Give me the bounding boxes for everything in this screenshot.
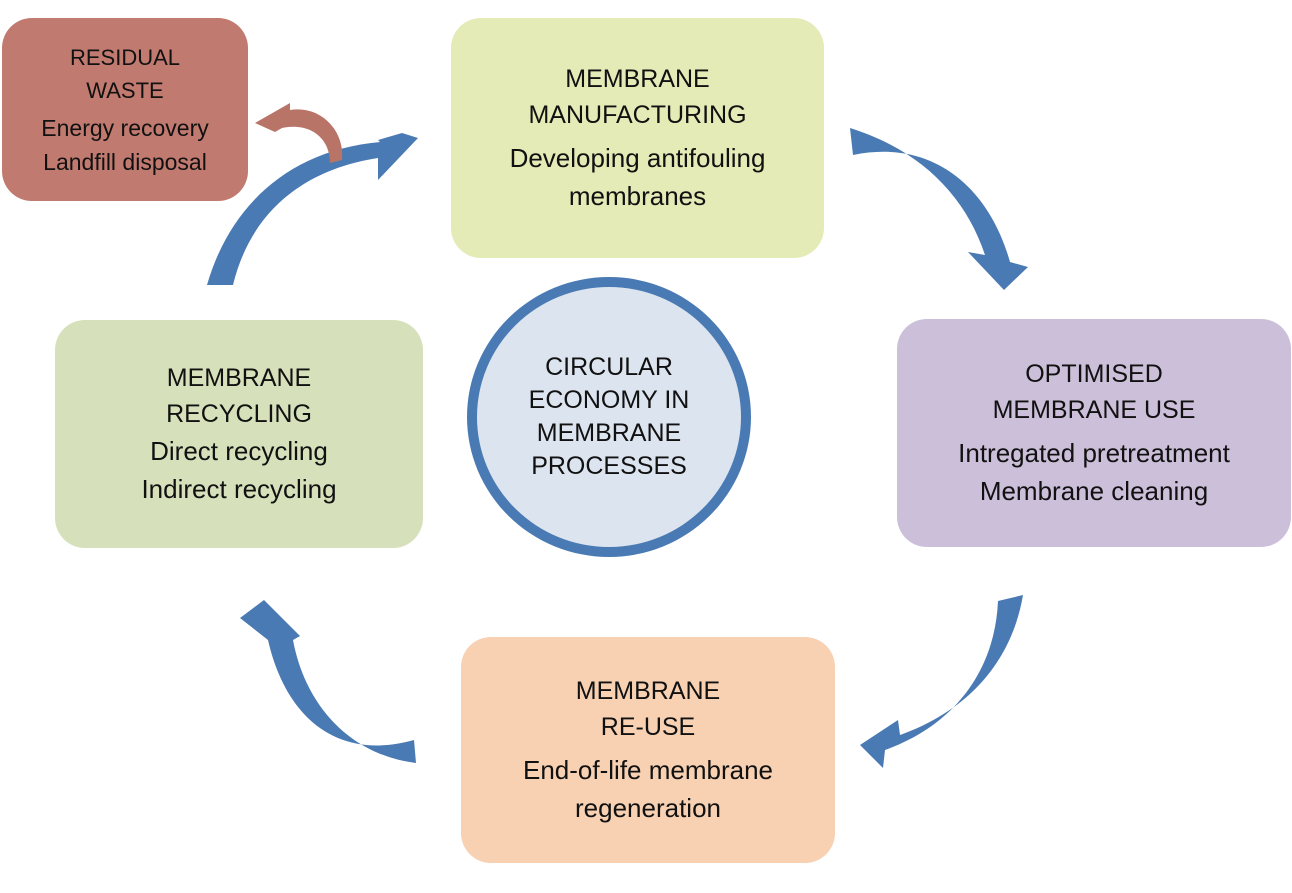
title-line: WASTE xyxy=(86,77,164,103)
stage-membrane-manufacturing: MEMBRANE MANUFACTURING Developing antifo… xyxy=(451,18,824,258)
center-line: PROCESSES xyxy=(531,452,687,480)
stage-title: OPTIMISED MEMBRANE USE xyxy=(993,356,1196,428)
arrow-optimised-to-reuse xyxy=(860,595,1023,768)
stage-item: Intregated pretreatment xyxy=(958,438,1230,468)
stage-title: RESIDUAL WASTE xyxy=(70,41,180,107)
arrow-recycling-to-manufacturing xyxy=(207,133,418,285)
stage-title: MEMBRANE MANUFACTURING xyxy=(528,61,746,133)
arrow-to-residual-waste xyxy=(255,103,343,163)
stage-items: Direct recycling Indirect recycling xyxy=(141,432,336,508)
stage-item: regeneration xyxy=(575,793,721,823)
arrow-manufacturing-to-optimised xyxy=(850,128,1028,290)
arrow-reuse-to-recycling xyxy=(240,600,416,763)
title-line: OPTIMISED xyxy=(1025,360,1163,388)
stage-item: Direct recycling xyxy=(150,436,328,466)
stage-item: membranes xyxy=(568,181,707,211)
title-line: MEMBRANE xyxy=(565,65,710,93)
title-line: RE-USE xyxy=(600,713,696,741)
stage-item: Developing antifouling xyxy=(509,143,766,173)
stage-items: Intregated pretreatment Membrane cleanin… xyxy=(958,434,1230,510)
center-line: MEMBRANE xyxy=(536,419,682,447)
center-label: CIRCULAR ECONOMY IN MEMBRANE PROCESSES xyxy=(529,351,690,483)
title-line: MEMBRANE xyxy=(575,677,721,705)
stage-items: Energy recovery Landfill disposal xyxy=(41,111,208,179)
stage-item: Membrane cleaning xyxy=(979,476,1209,506)
stage-item: Energy recovery xyxy=(41,114,209,141)
title-line: RECYCLING xyxy=(166,400,312,428)
title-line: MEMBRANE xyxy=(166,364,312,392)
center-line: ECONOMY IN xyxy=(528,386,690,414)
stage-title: MEMBRANE RE-USE xyxy=(576,673,720,745)
title-line: MEMBRANE USE xyxy=(992,396,1196,424)
center-circle: CIRCULAR ECONOMY IN MEMBRANE PROCESSES xyxy=(467,277,751,557)
stage-item: Landfill disposal xyxy=(43,148,207,175)
stage-items: Developing antifouling membranes xyxy=(510,139,766,215)
stage-item: Indirect recycling xyxy=(141,474,337,504)
stage-item: End-of-life membrane xyxy=(523,755,773,785)
center-line: CIRCULAR xyxy=(545,353,673,381)
stage-membrane-recycling: MEMBRANE RECYCLING Direct recycling Indi… xyxy=(55,320,423,548)
stage-optimised-membrane-use: OPTIMISED MEMBRANE USE Intregated pretre… xyxy=(897,319,1291,547)
stage-residual-waste: RESIDUAL WASTE Energy recovery Landfill … xyxy=(2,18,248,201)
title-line: MANUFACTURING xyxy=(528,101,747,129)
title-line: RESIDUAL xyxy=(69,44,181,70)
stage-membrane-reuse: MEMBRANE RE-USE End-of-life membrane reg… xyxy=(461,637,835,863)
stage-title: MEMBRANE RECYCLING xyxy=(166,360,312,432)
stage-items: End-of-life membrane regeneration xyxy=(523,751,773,827)
